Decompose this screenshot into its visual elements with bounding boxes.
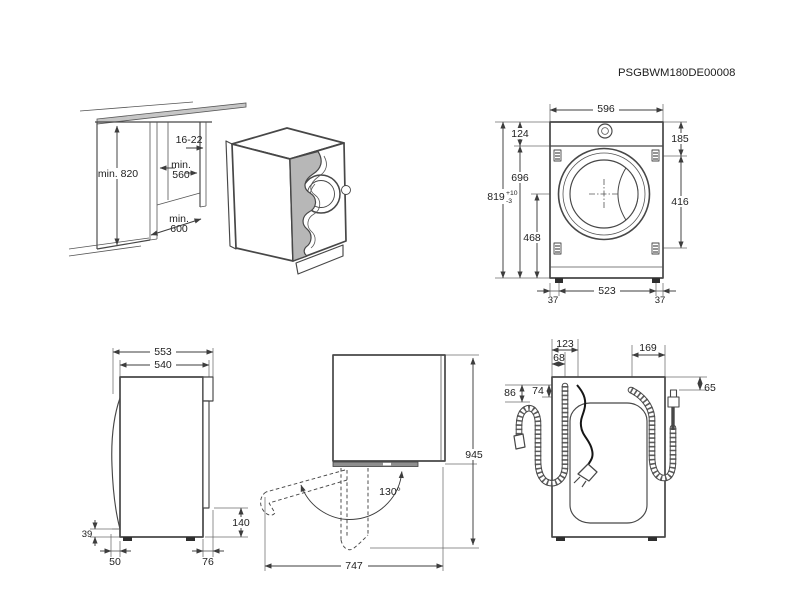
door-front	[557, 147, 651, 241]
door-handle	[341, 185, 351, 195]
view-rear: 123 68 86 74 169 65	[504, 338, 716, 541]
dim-rear-recess-height: 140	[232, 517, 250, 529]
side-foot-rear	[186, 537, 195, 541]
washer-plinth	[295, 244, 344, 275]
rear-top-channel	[202, 376, 214, 402]
worktop-edge	[96, 102, 247, 125]
dim-width: 596	[597, 103, 615, 115]
dim-drum-center-height: 468	[523, 232, 541, 244]
dim-total-height-tol-minus: -3	[506, 198, 512, 205]
dim-min-depth-line2: 560	[172, 169, 190, 181]
mounting-brackets	[553, 149, 660, 255]
inlet-hose-fitting	[667, 396, 680, 408]
foot-left	[555, 278, 563, 283]
dim-depth-total: 553	[154, 346, 172, 358]
dim-left-inner-y: 74	[532, 385, 544, 397]
washer-top-outline	[332, 354, 446, 462]
foot-right	[652, 278, 660, 283]
rear-foot-right	[648, 537, 657, 541]
dim-body-height: 696	[511, 172, 529, 184]
cabinet-left-panel	[96, 122, 158, 250]
dim-left-outer-y: 86	[504, 387, 516, 399]
niche-interior	[156, 122, 201, 206]
furniture-door-cutaway	[289, 150, 322, 262]
dim-panel-gap: 16-22	[176, 134, 203, 146]
dim-foot-inset-right: 37	[655, 295, 666, 306]
top-fixing-hole	[597, 123, 613, 139]
rear-foot-left	[556, 537, 565, 541]
drum-center-crosshair	[589, 179, 619, 209]
dim-clearance-width: 747	[345, 560, 363, 572]
dim-depth-body: 540	[154, 359, 172, 371]
part-number: PSGBWM180DE00008	[618, 67, 735, 79]
dim-inlet-x: 169	[639, 342, 657, 354]
dim-drain-hose-x: 68	[553, 352, 565, 364]
door-open-90	[340, 468, 369, 551]
dim-top-section: 124	[511, 128, 529, 140]
washer-side-outline	[119, 376, 204, 538]
dim-total-height-tol-plus: +10	[506, 190, 518, 197]
inlet-hose	[627, 386, 680, 482]
dim-front-inset: 50	[109, 556, 121, 568]
dim-hinge-top: 185	[671, 133, 689, 145]
door-handle-notch	[383, 462, 391, 466]
dim-total-height: 819	[487, 191, 505, 203]
dim-drain-outlet-x: 123	[556, 338, 574, 350]
power-cable	[573, 384, 598, 488]
dim-min-depth-line1: min.	[171, 159, 191, 171]
cabinet-right-panel	[199, 122, 207, 208]
view-door-swing: 130° 945 747	[260, 354, 487, 572]
dim-hinge-spacing: 416	[671, 196, 689, 208]
side-foot-front	[123, 537, 132, 541]
door-open-130	[260, 469, 348, 516]
dim-open-angle: 130°	[379, 486, 401, 498]
door-closed-edge	[332, 461, 419, 467]
dim-foot-inset-left: 37	[548, 295, 559, 306]
view-front: 596 124 696 819 +10 -3 185 416 468 523 3…	[484, 103, 692, 306]
bracket-bottom-left	[553, 242, 562, 255]
bracket-top-right	[651, 149, 660, 162]
washer-3d	[225, 127, 351, 275]
drain-hose-end	[513, 433, 526, 450]
door-swing-arc	[300, 471, 404, 520]
dim-rear-recess-depth: 76	[202, 556, 214, 568]
dim-right-y: 65	[704, 382, 716, 394]
power-plug	[577, 463, 598, 482]
drain-hose	[513, 382, 569, 487]
view-niche-clearances: min. 820 16-22 min. 560 min. 600	[68, 101, 351, 275]
bracket-bottom-right	[651, 242, 660, 255]
door-bulge	[111, 397, 121, 530]
dim-min-height: min. 820	[98, 168, 138, 180]
view-side: 553 540 39 50 76 140	[82, 346, 255, 568]
rear-tub-cover	[569, 402, 648, 524]
dim-min-width-line2: 600	[170, 223, 188, 235]
bracket-top-left	[553, 149, 562, 162]
dim-feet-spacing: 523	[598, 285, 616, 297]
rear-panel	[202, 400, 210, 509]
dim-depth-door-open: 945	[465, 449, 483, 461]
dim-plinth-height: 39	[82, 529, 93, 540]
